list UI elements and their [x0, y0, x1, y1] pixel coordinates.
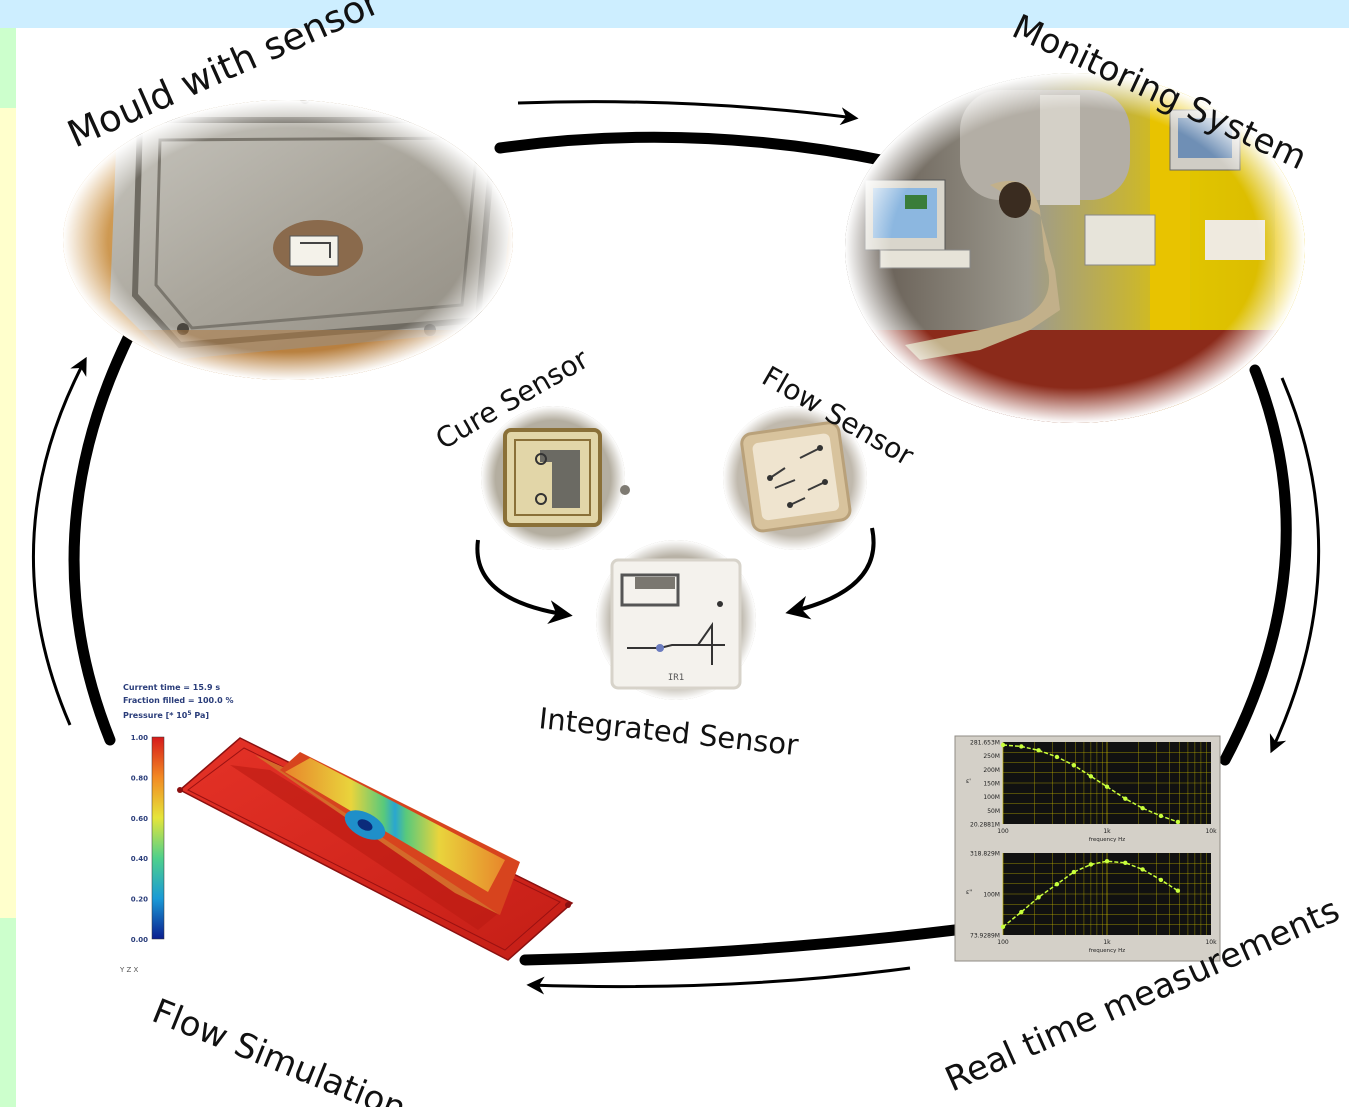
chart-x-tick: 1k	[1103, 939, 1111, 946]
chart-data-point	[1175, 819, 1181, 825]
chart-data-point	[1140, 867, 1145, 872]
flow-sensor-photo	[723, 406, 867, 550]
cure-sensor-photo	[481, 406, 630, 550]
flow-to-integrated-arrow	[785, 527, 876, 620]
scale-tick-label: 0.00	[131, 936, 148, 944]
cycle-thin-arrows	[31, 100, 1321, 995]
arc-top	[494, 131, 911, 171]
cycle-thick-arrows	[68, 131, 1292, 966]
chart-x-label: frequency Hz	[1089, 837, 1125, 843]
left-side-band-yellow	[0, 108, 16, 918]
sensor-merge-arrows	[475, 527, 876, 624]
chart-data-point	[1054, 754, 1060, 760]
arc-left	[68, 332, 134, 746]
label-integrated-sensor: Integrated Sensor	[537, 701, 800, 762]
chart-data-point	[1123, 860, 1128, 866]
chart-data-point	[1088, 862, 1094, 867]
thin-arrow-top	[517, 100, 859, 126]
chart-y-tick: 318.829M	[970, 851, 1000, 858]
thin-arrow-right	[1269, 377, 1321, 754]
chart-data-point	[1054, 881, 1060, 887]
pressure-scale-ticks: 1.00 0.80 0.60 0.40 0.20 0.00	[131, 734, 148, 944]
scale-tick-label: 0.40	[131, 855, 148, 863]
chart-y-tick: 20.2881M	[970, 822, 1000, 829]
thin-arrow-left	[31, 356, 87, 726]
integrated-chip-marking: IR1	[668, 673, 684, 683]
top-band	[0, 0, 1349, 28]
cure-to-integrated-arrow	[475, 539, 573, 624]
chart-y-tick: 250M	[983, 753, 1000, 760]
chart-y-label: ε'	[966, 778, 971, 785]
thin-arrow-bottom	[526, 966, 911, 995]
arc-right	[1219, 364, 1292, 766]
chart-data-point	[1158, 813, 1164, 819]
arc-bottom	[519, 924, 961, 966]
pressure-color-scale	[151, 736, 165, 940]
sim-axes-label: Y Z X	[119, 966, 139, 974]
sim-current-time: Current time = 15.9 s	[123, 683, 220, 692]
chart-y-tick: 100M	[983, 794, 1000, 801]
chart-x-label: frequency Hz	[1089, 948, 1125, 954]
chart-data-point	[1175, 888, 1181, 893]
flow-simulation: Current time = 15.9 s Fraction filled = …	[119, 683, 574, 974]
chart-y-tick: 281.653M	[970, 740, 1000, 747]
chart-y-tick: 50M	[987, 808, 1000, 815]
chart-y-tick: 100M	[983, 892, 1000, 899]
scale-tick-label: 0.80	[131, 774, 148, 782]
chart-x-tick: 10k	[1205, 939, 1217, 946]
sim-fraction-filled: Fraction filled = 100.0 %	[123, 696, 234, 705]
integrated-sensor-photo: IR1	[596, 540, 756, 700]
chart-y-label: ε''	[966, 889, 973, 896]
chart-data-point	[1158, 877, 1164, 883]
chart-x-tick: 1k	[1103, 828, 1111, 835]
sim-flow-front	[285, 758, 505, 892]
chart-x-tick: 100	[997, 828, 1009, 835]
chart-data-point	[1036, 895, 1041, 900]
chart-data-point	[1036, 748, 1041, 753]
chart-x-tick: 10k	[1205, 828, 1217, 835]
chart-data-point	[1088, 774, 1094, 779]
chart-data-point	[1000, 924, 1006, 929]
chart-data-point	[1140, 805, 1145, 811]
sim-pressure-label: Pressure [* 105 Pa]	[123, 710, 209, 720]
scale-tick-label: 1.00	[131, 734, 148, 742]
chart-series-line	[1002, 744, 1179, 823]
chart-data-point	[1019, 744, 1024, 749]
chart-y-tick: 200M	[983, 767, 1000, 774]
scale-tick-label: 0.60	[131, 815, 148, 823]
chart-data-point	[1071, 869, 1077, 875]
chart-data-point	[1104, 859, 1110, 864]
scale-tick-label: 0.20	[131, 896, 148, 904]
chart-data-point	[1104, 784, 1110, 789]
chart-x-tick: 100	[997, 939, 1009, 946]
chart-data-point	[1000, 742, 1006, 748]
chart-data-point	[1071, 763, 1077, 768]
chart-data-point	[1123, 796, 1128, 801]
chart-y-tick: 73.9289M	[970, 933, 1000, 940]
chart-y-tick: 150M	[983, 781, 1000, 788]
label-flow-simulation: Flow Simulation	[147, 991, 412, 1107]
chart-data-point	[1019, 909, 1024, 915]
